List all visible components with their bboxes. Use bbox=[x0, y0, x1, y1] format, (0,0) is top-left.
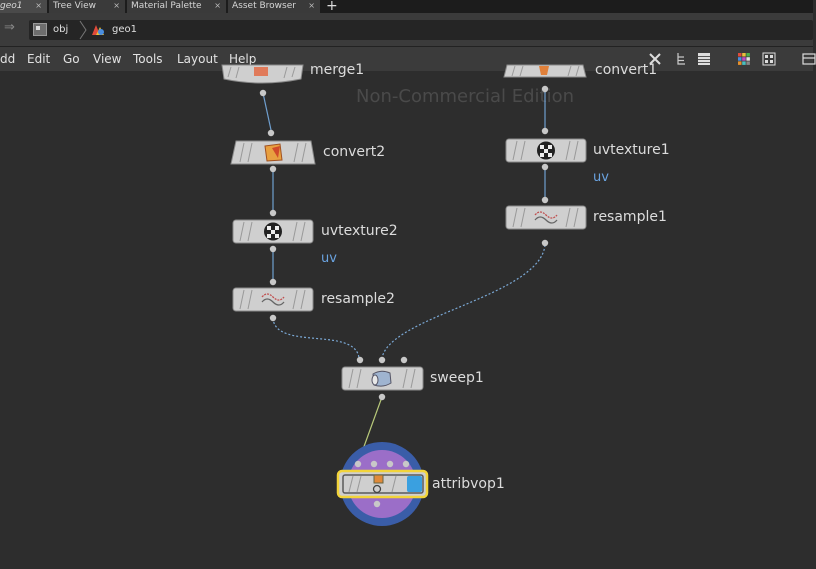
menu-layout[interactable]: Layout bbox=[177, 52, 218, 66]
node-merge1[interactable] bbox=[221, 63, 304, 87]
tree-icon[interactable] bbox=[674, 52, 688, 66]
node-flag-uvtexture2: uv bbox=[321, 251, 337, 266]
menu-add[interactable]: dd bbox=[0, 52, 16, 66]
geometry-node-icon bbox=[92, 25, 104, 35]
node-label-convert1: convert1 bbox=[595, 62, 658, 78]
breadcrumb-geo1[interactable]: geo1 bbox=[112, 24, 137, 35]
breadcrumb: obj geo1 bbox=[29, 20, 813, 40]
node-label-convert2: convert2 bbox=[323, 144, 386, 160]
tab-bar: geo1 × Tree View × Material Palette × As… bbox=[0, 0, 813, 14]
node-label-uvtexture1: uvtexture1 bbox=[593, 142, 670, 158]
color-grid-icon[interactable] bbox=[737, 52, 751, 66]
node-resample2[interactable] bbox=[232, 287, 314, 313]
node-label-uvtexture2: uvtexture2 bbox=[321, 223, 398, 239]
node-uvtexture2[interactable] bbox=[232, 219, 314, 245]
node-uvtexture1[interactable] bbox=[505, 138, 587, 164]
wrench-icon[interactable] bbox=[648, 52, 662, 66]
node-label-resample1: resample1 bbox=[593, 209, 667, 225]
close-icon[interactable]: × bbox=[113, 1, 120, 10]
layout-icon[interactable] bbox=[802, 52, 816, 66]
forward-arrow-icon[interactable]: ⇒ bbox=[4, 20, 15, 35]
close-icon[interactable]: × bbox=[214, 1, 221, 10]
close-icon[interactable]: × bbox=[308, 1, 315, 10]
close-icon[interactable]: × bbox=[35, 1, 42, 10]
breadcrumb-obj[interactable]: obj bbox=[53, 24, 69, 35]
wire-resample1-sweep1 bbox=[381, 244, 546, 359]
tab-material-palette[interactable]: Material Palette × bbox=[127, 0, 226, 13]
tab-label: Asset Browser bbox=[232, 1, 296, 11]
menu-bar: dd Edit Go View Tools Layout Help bbox=[0, 47, 816, 71]
tab-geo1[interactable]: geo1 × bbox=[0, 0, 47, 13]
breadcrumb-separator-icon bbox=[79, 20, 87, 40]
node-label-attribvop1: attribvop1 bbox=[432, 476, 505, 492]
menu-help[interactable]: Help bbox=[229, 52, 257, 66]
grid-icon[interactable] bbox=[762, 52, 776, 66]
list-icon[interactable] bbox=[697, 52, 711, 66]
menu-view[interactable]: View bbox=[93, 52, 122, 66]
tab-tree-view[interactable]: Tree View × bbox=[49, 0, 125, 13]
watermark: Non-Commercial Edition bbox=[356, 86, 575, 107]
tab-label: Material Palette bbox=[131, 1, 202, 11]
node-resample1[interactable] bbox=[505, 205, 587, 231]
tab-label: Tree View bbox=[53, 1, 96, 11]
obj-network-icon bbox=[33, 23, 47, 36]
node-label-sweep1: sweep1 bbox=[430, 370, 484, 386]
menu-edit[interactable]: Edit bbox=[27, 52, 51, 66]
network-editor[interactable]: Non-Commercial Edition merge1 bbox=[0, 62, 813, 569]
node-convert2[interactable] bbox=[230, 140, 316, 166]
wire-merge1-convert2 bbox=[262, 92, 272, 131]
add-tab-button[interactable]: + bbox=[326, 0, 338, 14]
node-convert1[interactable] bbox=[503, 63, 587, 85]
node-flag-uvtexture1: uv bbox=[593, 170, 609, 185]
menu-go[interactable]: Go bbox=[63, 52, 80, 66]
wire-resample2-sweep1 bbox=[272, 317, 360, 359]
node-attribvop1[interactable] bbox=[334, 441, 432, 529]
menu-tools[interactable]: Tools bbox=[133, 52, 163, 66]
node-wires bbox=[259, 85, 549, 464]
node-label-resample2: resample2 bbox=[321, 291, 395, 307]
node-sweep1[interactable] bbox=[341, 366, 424, 392]
path-bar: ⇒ obj geo1 bbox=[0, 13, 813, 47]
node-label-merge1: merge1 bbox=[310, 62, 365, 78]
tab-asset-browser[interactable]: Asset Browser × bbox=[228, 0, 320, 13]
tab-label: geo1 bbox=[0, 1, 23, 11]
